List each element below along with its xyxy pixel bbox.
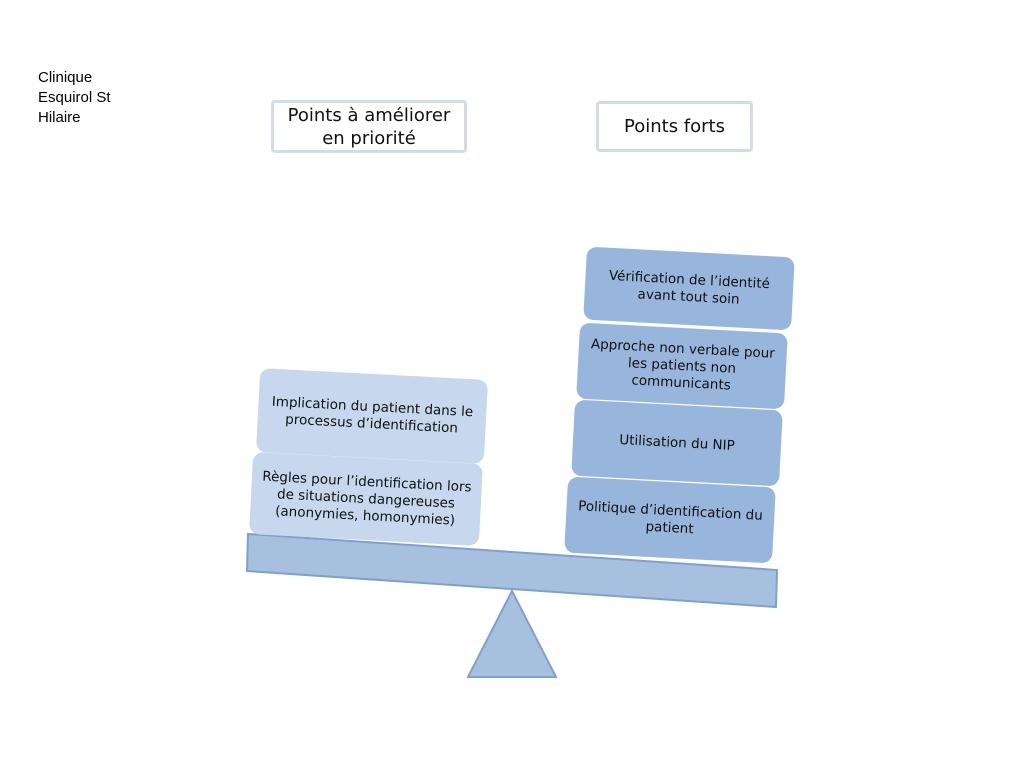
header-points-to-improve: Points à améliorer en priorité (271, 100, 467, 153)
right-item-identification-policy: Politique d’identification du patient (564, 476, 776, 564)
right-item-nip-usage: Utilisation du NIP (571, 399, 783, 487)
right-item-non-verbal-approach: Approche non verbale pour les patients n… (576, 322, 788, 410)
header-strengths: Points forts (596, 101, 753, 152)
left-item-dangerous-situations: Règles pour l’identification lors de sit… (249, 452, 483, 546)
right-item-identity-check: Vérification de l’identité avant tout so… (583, 246, 795, 331)
scale-beam (245, 532, 779, 609)
scale-fulcrum (466, 588, 558, 678)
left-item-patient-involvement: Implication du patient dans le processus… (255, 368, 489, 464)
clinic-name: Clinique Esquirol St Hilaire (38, 69, 111, 126)
